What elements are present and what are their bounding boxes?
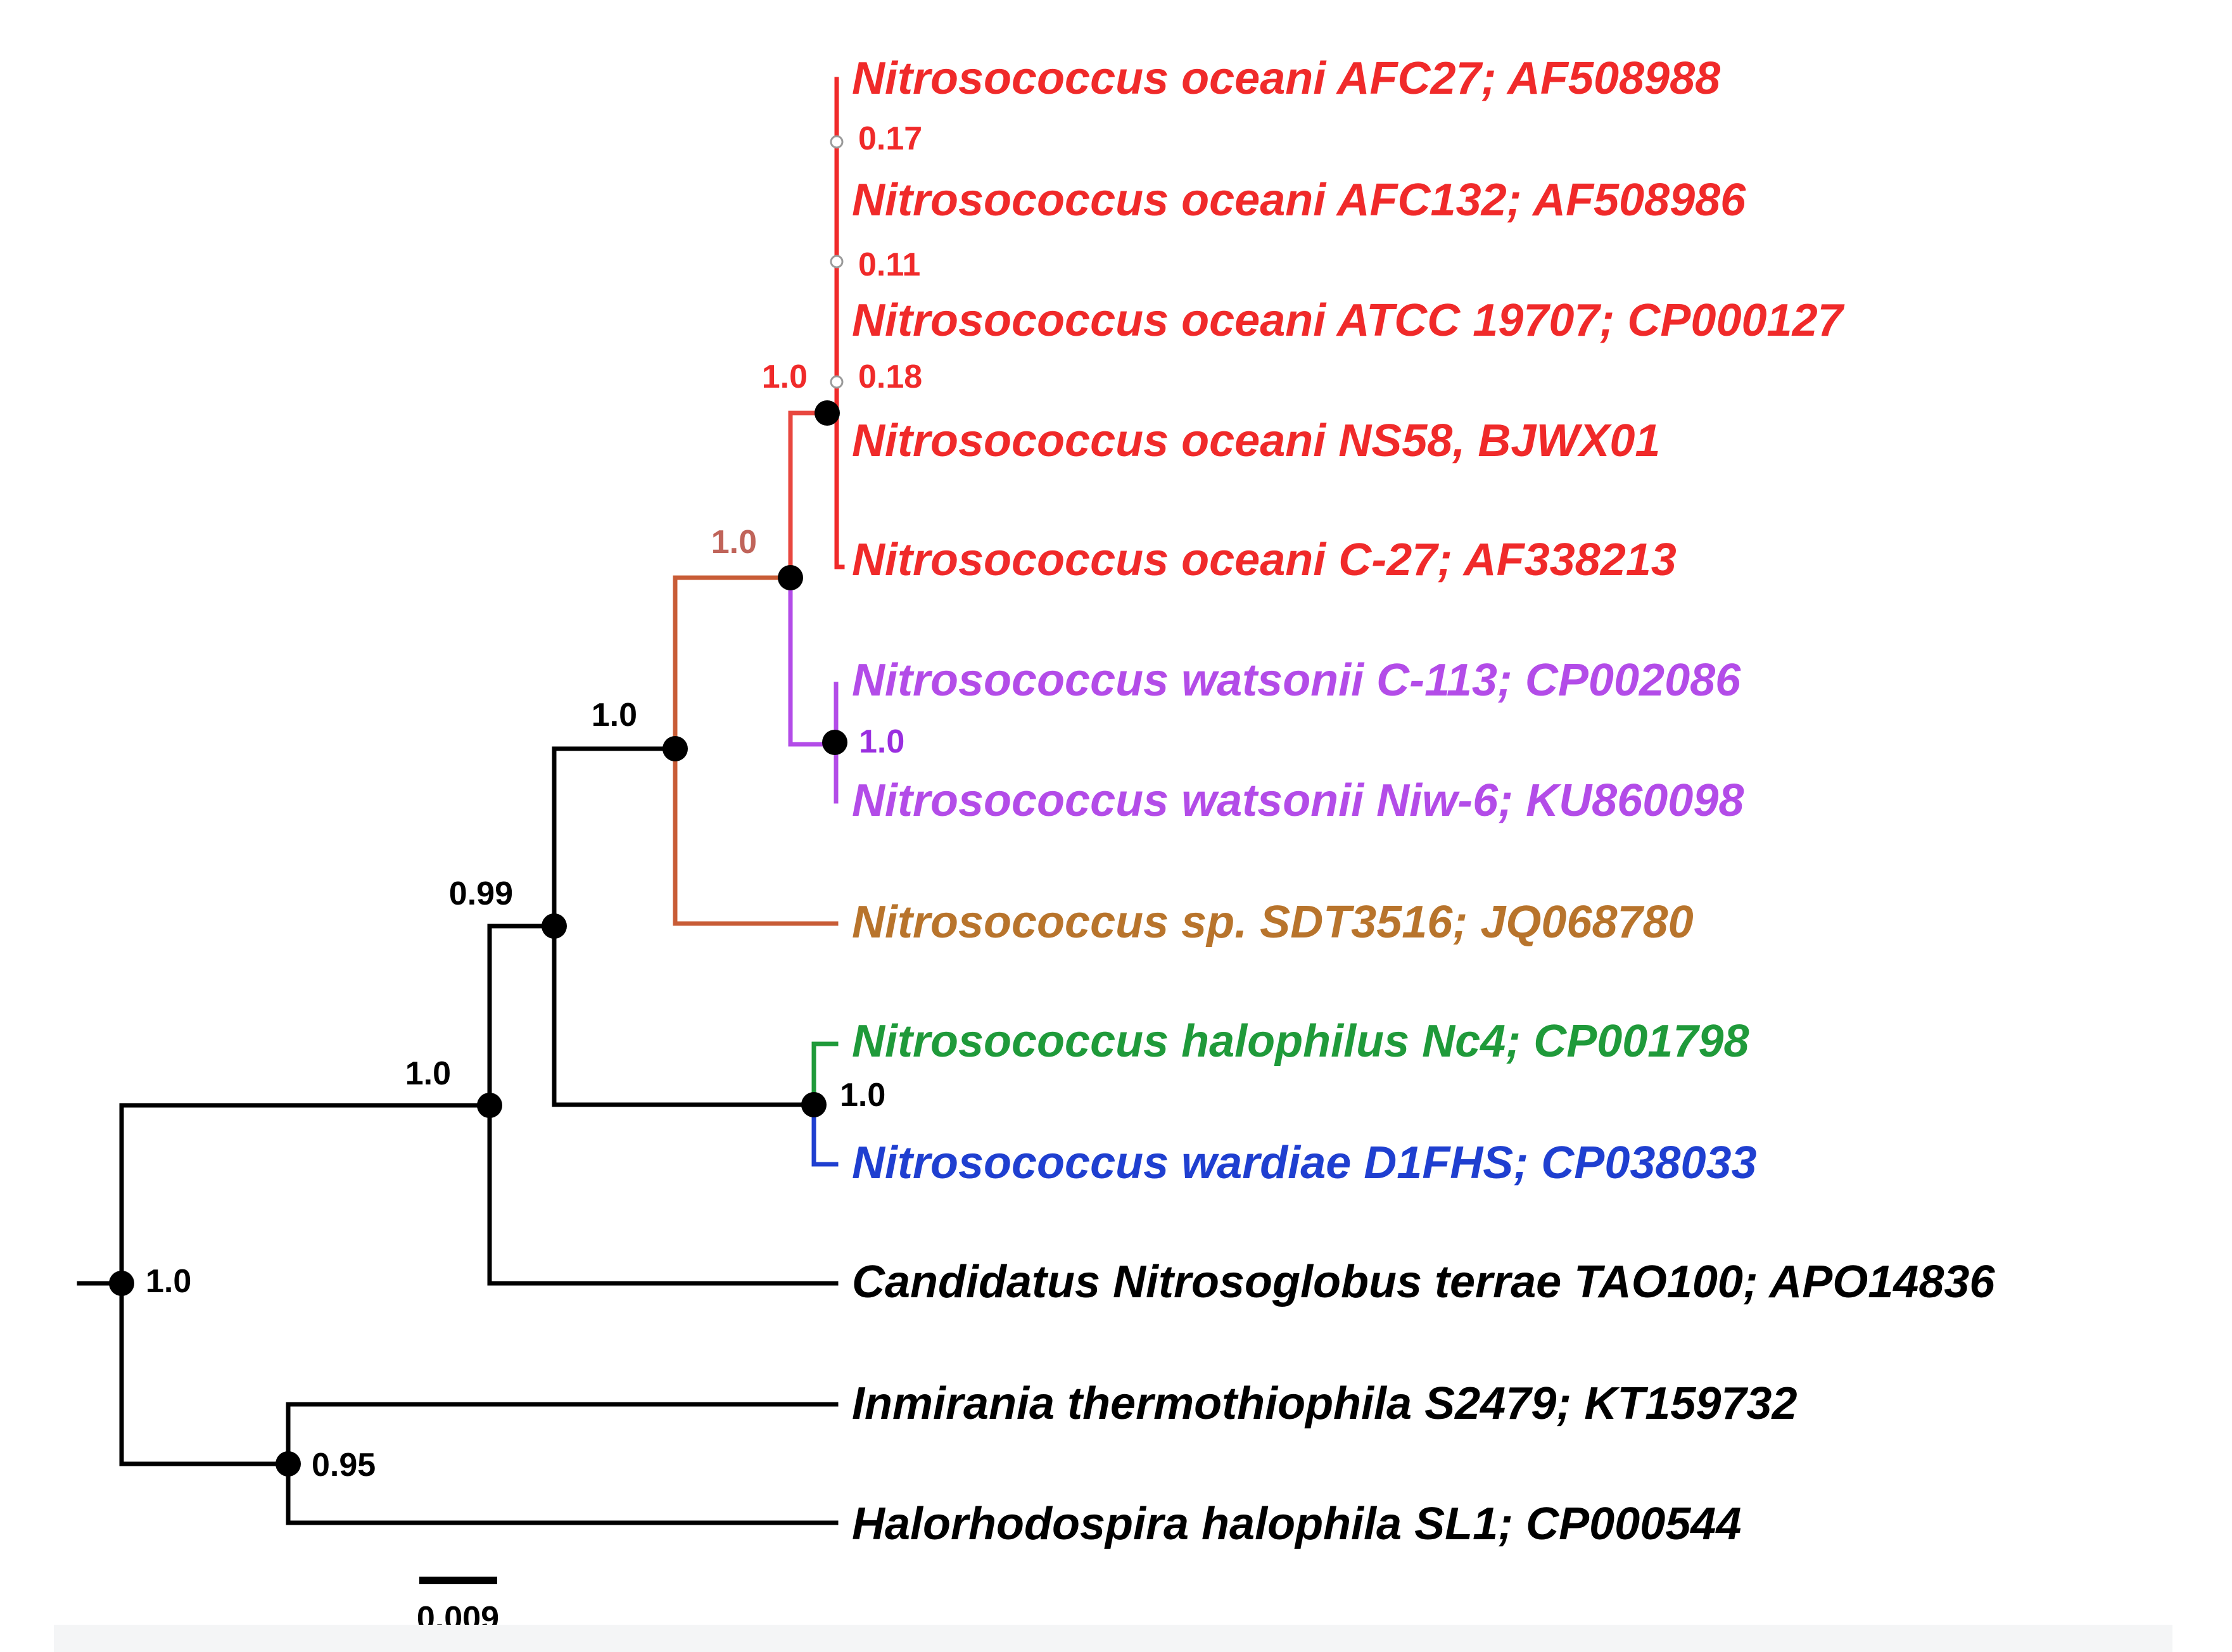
outgroup-node (276, 1451, 301, 1477)
support-ingroup: 1.0 (405, 1055, 451, 1092)
support-oceani-afc132-atcc: 0.11 (858, 246, 920, 283)
figure-bottom-band (54, 1625, 2172, 1652)
support-watsonii: 1.0 (859, 723, 904, 760)
support-halophilus-wardiae: 1.0 (840, 1077, 885, 1114)
taxon-label-halorhodospira-sl1: Halorhodospira halophila SL1; CP000544 (852, 1499, 1741, 1549)
taxon-labels: Nitrosococcus oceani AFC27; AF508988Nitr… (852, 53, 1995, 1549)
afc132-atcc-node (830, 255, 844, 269)
taxon-label-oceani-ns58: Nitrosococcus oceani NS58, BJWX01 (852, 416, 1660, 466)
oceani-crown-node (815, 400, 840, 426)
ingroup-node (477, 1093, 502, 1118)
watsonii-node (822, 730, 847, 755)
support-oceani-atcc-ns58: 0.18 (858, 359, 922, 395)
support-oceani-watsonii: 1.0 (711, 524, 757, 561)
taxon-label-watsonii-niw6: Nitrosococcus watsonii Niw-6; KU860098 (852, 775, 1744, 826)
taxon-label-oceani-c27: Nitrosococcus oceani C-27; AF338213 (852, 535, 1677, 585)
taxon-label-oceani-afc132: Nitrosococcus oceani AFC132; AF508986 (852, 175, 1746, 226)
support-oceani-afc-pair: 0.17 (858, 120, 922, 157)
oceani-stem-branch (788, 410, 832, 580)
tree-nodes (109, 135, 847, 1477)
halophilus-wardiae-node (801, 1092, 827, 1117)
watsonii-stem-branch (788, 575, 837, 747)
atcc-ns58-node (830, 375, 844, 389)
taxon-label-watsonii-c113: Nitrosococcus watsonii C-113; CP002086 (852, 655, 1741, 706)
taxon-label-wardiae-d1fhs: Nitrosococcus wardiae D1FHS; CP038033 (852, 1138, 1757, 1188)
support-oceani-crown: 1.0 (762, 359, 808, 395)
taxon-label-oceani-afc27: Nitrosococcus oceani AFC27; AF508988 (852, 53, 1720, 104)
support-values: 0.17 0.11 0.18 1.0 1.0 1.0 1.0 0.99 1.0 1.0 1.0 0.9… (146, 120, 922, 1484)
core-node (663, 736, 688, 761)
taxon-label-halophilus-nc4: Nitrosococcus halophilus Nc4; CP001798 (852, 1016, 1749, 1067)
support-outgroup: 0.95 (312, 1447, 376, 1484)
support-nitrosococcus-all: 0.99 (449, 875, 513, 912)
support-root: 1.0 (146, 1263, 191, 1300)
taxon-label-inmirania-s2479: Inmirania thermothiophila S2479; KT15973… (852, 1378, 1798, 1429)
taxon-label-nitrosoglobus-tao100: Candidatus Nitrosoglobus terrae TAO100; … (852, 1257, 1995, 1307)
tree-branches (77, 77, 845, 1525)
support-nitrosococcus-core: 1.0 (592, 697, 637, 734)
taxon-label-sp-sdt3516: Nitrosococcus sp. SDT3516; JQ068780 (852, 897, 1694, 948)
oceani-crown-branch (834, 77, 845, 569)
afc-pair-node (830, 135, 844, 149)
nitrosococcus-node (542, 913, 567, 939)
taxon-label-oceani-atcc19707: Nitrosococcus oceani ATCC 19707; CP00012… (852, 295, 1845, 346)
root-node (109, 1271, 134, 1296)
oceani-watsonii-node (778, 565, 803, 590)
